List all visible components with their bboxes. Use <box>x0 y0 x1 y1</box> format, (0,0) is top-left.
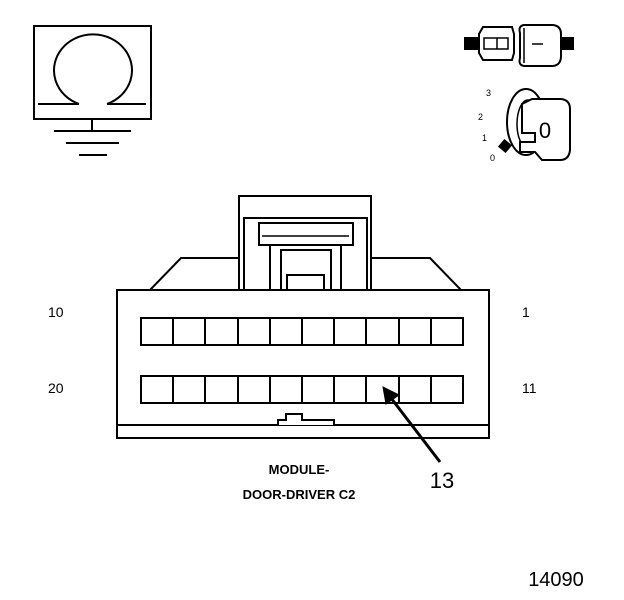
pin-label-20: 20 <box>48 380 64 396</box>
key-value-label: 0 <box>539 118 551 143</box>
key-position-2: 2 <box>478 112 483 122</box>
callout-number: 13 <box>430 468 454 493</box>
pin-label-10: 10 <box>48 304 64 320</box>
figure-id: 14090 <box>528 569 584 591</box>
connector-housing <box>116 195 490 439</box>
pin-label-1: 1 <box>522 304 530 320</box>
key-position-0: 0 <box>490 153 495 163</box>
caption-line-2: DOOR-DRIVER C2 <box>243 487 356 502</box>
key-position-1: 1 <box>482 133 487 143</box>
ground-symbol-icon <box>33 25 152 156</box>
key-position-3: 3 <box>486 88 491 98</box>
caption-line-1: MODULE- <box>269 462 330 477</box>
connector-plug-icon <box>464 24 574 67</box>
callout-arrow <box>382 386 442 463</box>
pin-cavities <box>140 317 464 404</box>
key-contact-marker <box>497 138 513 154</box>
ignition-key-icon: 3 2 1 0 0 <box>478 88 571 163</box>
pin-label-11: 11 <box>522 380 537 396</box>
